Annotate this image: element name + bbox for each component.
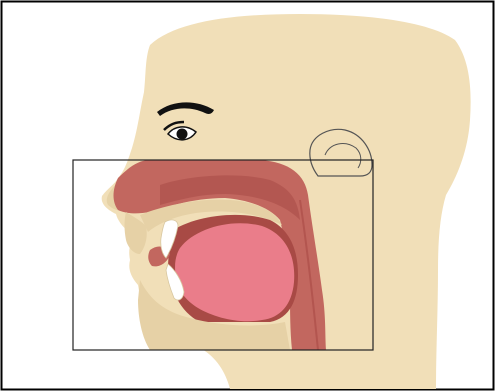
eye-pupil	[177, 129, 188, 140]
